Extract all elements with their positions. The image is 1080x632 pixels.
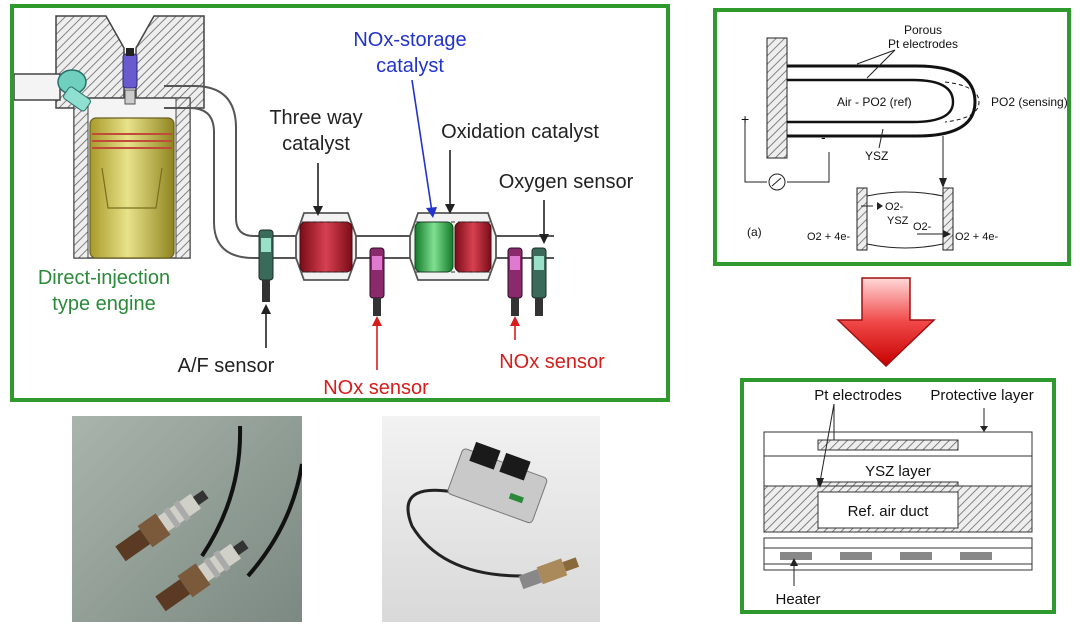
spark-plug — [122, 48, 138, 105]
ysz-label: YSZ — [865, 149, 888, 163]
pointer-arrows — [261, 79, 549, 370]
air-ref-label: Air - PO2 (ref) — [837, 95, 912, 109]
ysz-inset-label: YSZ — [887, 215, 909, 227]
nox-sensor-module-photo — [382, 416, 600, 622]
pt-electrodes-label: Pt electrodes — [814, 387, 902, 404]
three-way-label-line2: catalyst — [282, 133, 350, 155]
right-reaction-label: O2 + 4e- — [955, 231, 998, 243]
injector — [14, 69, 91, 112]
po2-sensing-label: PO2 (sensing) — [991, 95, 1067, 109]
three-way-label-line1: Three way — [269, 107, 362, 129]
ysz-layer-label: YSZ layer — [865, 463, 931, 480]
oxygen-sensor — [531, 247, 547, 316]
heater-label: Heater — [775, 591, 820, 608]
porous-label-line2: Pt electrodes — [888, 37, 958, 51]
porous-label-line1: Porous — [904, 23, 942, 37]
nox-storage-oxidation-can — [409, 212, 497, 281]
right-ion-label: O2- — [913, 221, 932, 233]
exhaust-system-svg: Direct-injection type engine Three way c… — [14, 15, 634, 398]
af-sensor — [258, 229, 274, 302]
panel-a-label: (a) — [747, 225, 762, 239]
ref-air-duct-label: Ref. air duct — [848, 503, 930, 520]
minus-label: - — [821, 129, 826, 145]
left-reaction-label: O2 + 4e- — [807, 231, 850, 243]
engine-label-line1: Direct-injection — [38, 267, 170, 289]
planar-sensor-diagram: Pt electrodes Protective layer YSZ layer… — [740, 378, 1056, 614]
sensing-principle-diagram: Porous Pt electrodes Air - PO2 (ref) PO2… — [713, 8, 1071, 266]
plus-label: + — [741, 111, 749, 127]
o2-ion-label: O2- — [885, 201, 904, 213]
oxygen-sensor-label: Oxygen sensor — [499, 171, 634, 193]
nox-sensor-label-1: NOx sensor — [323, 377, 429, 398]
nox-storage-label-line1: NOx-storage — [353, 29, 466, 51]
exhaust-system-diagram: Direct-injection type engine Three way c… — [10, 4, 670, 402]
three-way-catalyst-can — [295, 212, 357, 281]
down-arrow-icon — [836, 276, 936, 368]
lambda-sensors-photo — [72, 416, 302, 622]
oxidation-catalyst-label: Oxidation catalyst — [441, 121, 599, 143]
engine-block — [55, 15, 205, 259]
protective-layer-label: Protective layer — [930, 387, 1033, 404]
nox-sensor-label-2: NOx sensor — [499, 351, 605, 373]
af-sensor-label: A/F sensor — [178, 355, 275, 377]
nox-sensor-1 — [369, 247, 385, 316]
nox-sensor-2 — [507, 247, 523, 316]
nox-storage-label-line2: catalyst — [376, 55, 444, 77]
engine-label-line2: type engine — [52, 293, 155, 315]
